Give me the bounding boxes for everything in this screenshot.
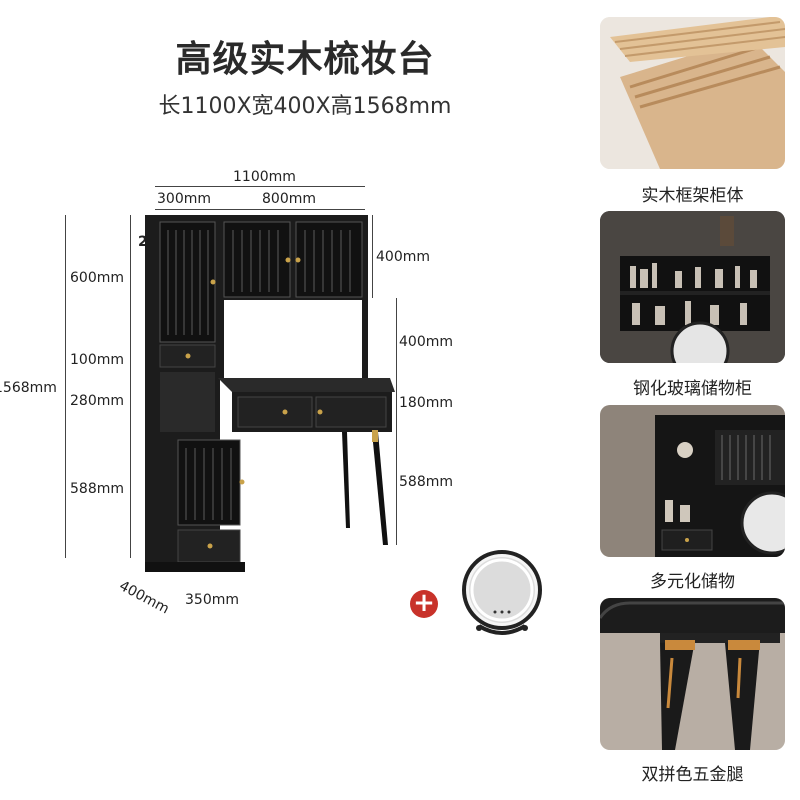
feature-image-glass-cabinet [600, 211, 785, 363]
dim-total-width: 1100mm [233, 169, 296, 185]
dim-line-left-height [130, 215, 131, 558]
dim-line-sub-width [155, 209, 365, 210]
dim-right-mid: 400mm [399, 334, 453, 350]
feature-image-wood [600, 17, 785, 169]
feature-caption-wood: 实木框架柜体 [641, 186, 744, 206]
feature-caption-legs: 双拼色五金腿 [641, 765, 744, 785]
dim-left-open: 280mm [70, 393, 124, 409]
page-subtitle: 长1100X宽400X高1568mm [158, 94, 452, 119]
feature-caption-storage: 多元化储物 [650, 572, 735, 592]
dim-line-right-lower [396, 298, 397, 545]
dim-base-width: 350mm [185, 592, 239, 608]
feature-caption-glass-cabinet: 钢化玻璃储物柜 [633, 379, 752, 399]
dim-right-drawer: 180mm [399, 395, 453, 411]
dim-left-bottom: 588mm [70, 481, 124, 497]
add-on-plus-icon: + [410, 590, 438, 618]
vanity-illustration [145, 215, 395, 572]
page-title: 高级实木梳妆台 [175, 39, 435, 80]
dim-total-height: 1568mm [0, 380, 57, 396]
dim-line-right-top [372, 215, 373, 298]
dim-line-total-height [65, 215, 66, 558]
dim-right-width: 800mm [262, 191, 316, 207]
dim-right-legs: 588mm [399, 474, 453, 490]
feature-image-storage [600, 405, 785, 557]
dim-left-top: 600mm [70, 270, 124, 286]
round-mirror-icon [462, 550, 542, 635]
dim-line-total-width [155, 186, 365, 187]
feature-image-legs [600, 598, 785, 750]
dim-left-drawer: 100mm [70, 352, 124, 368]
dim-left-width: 300mm [157, 191, 211, 207]
dim-right-top: 400mm [376, 249, 430, 265]
